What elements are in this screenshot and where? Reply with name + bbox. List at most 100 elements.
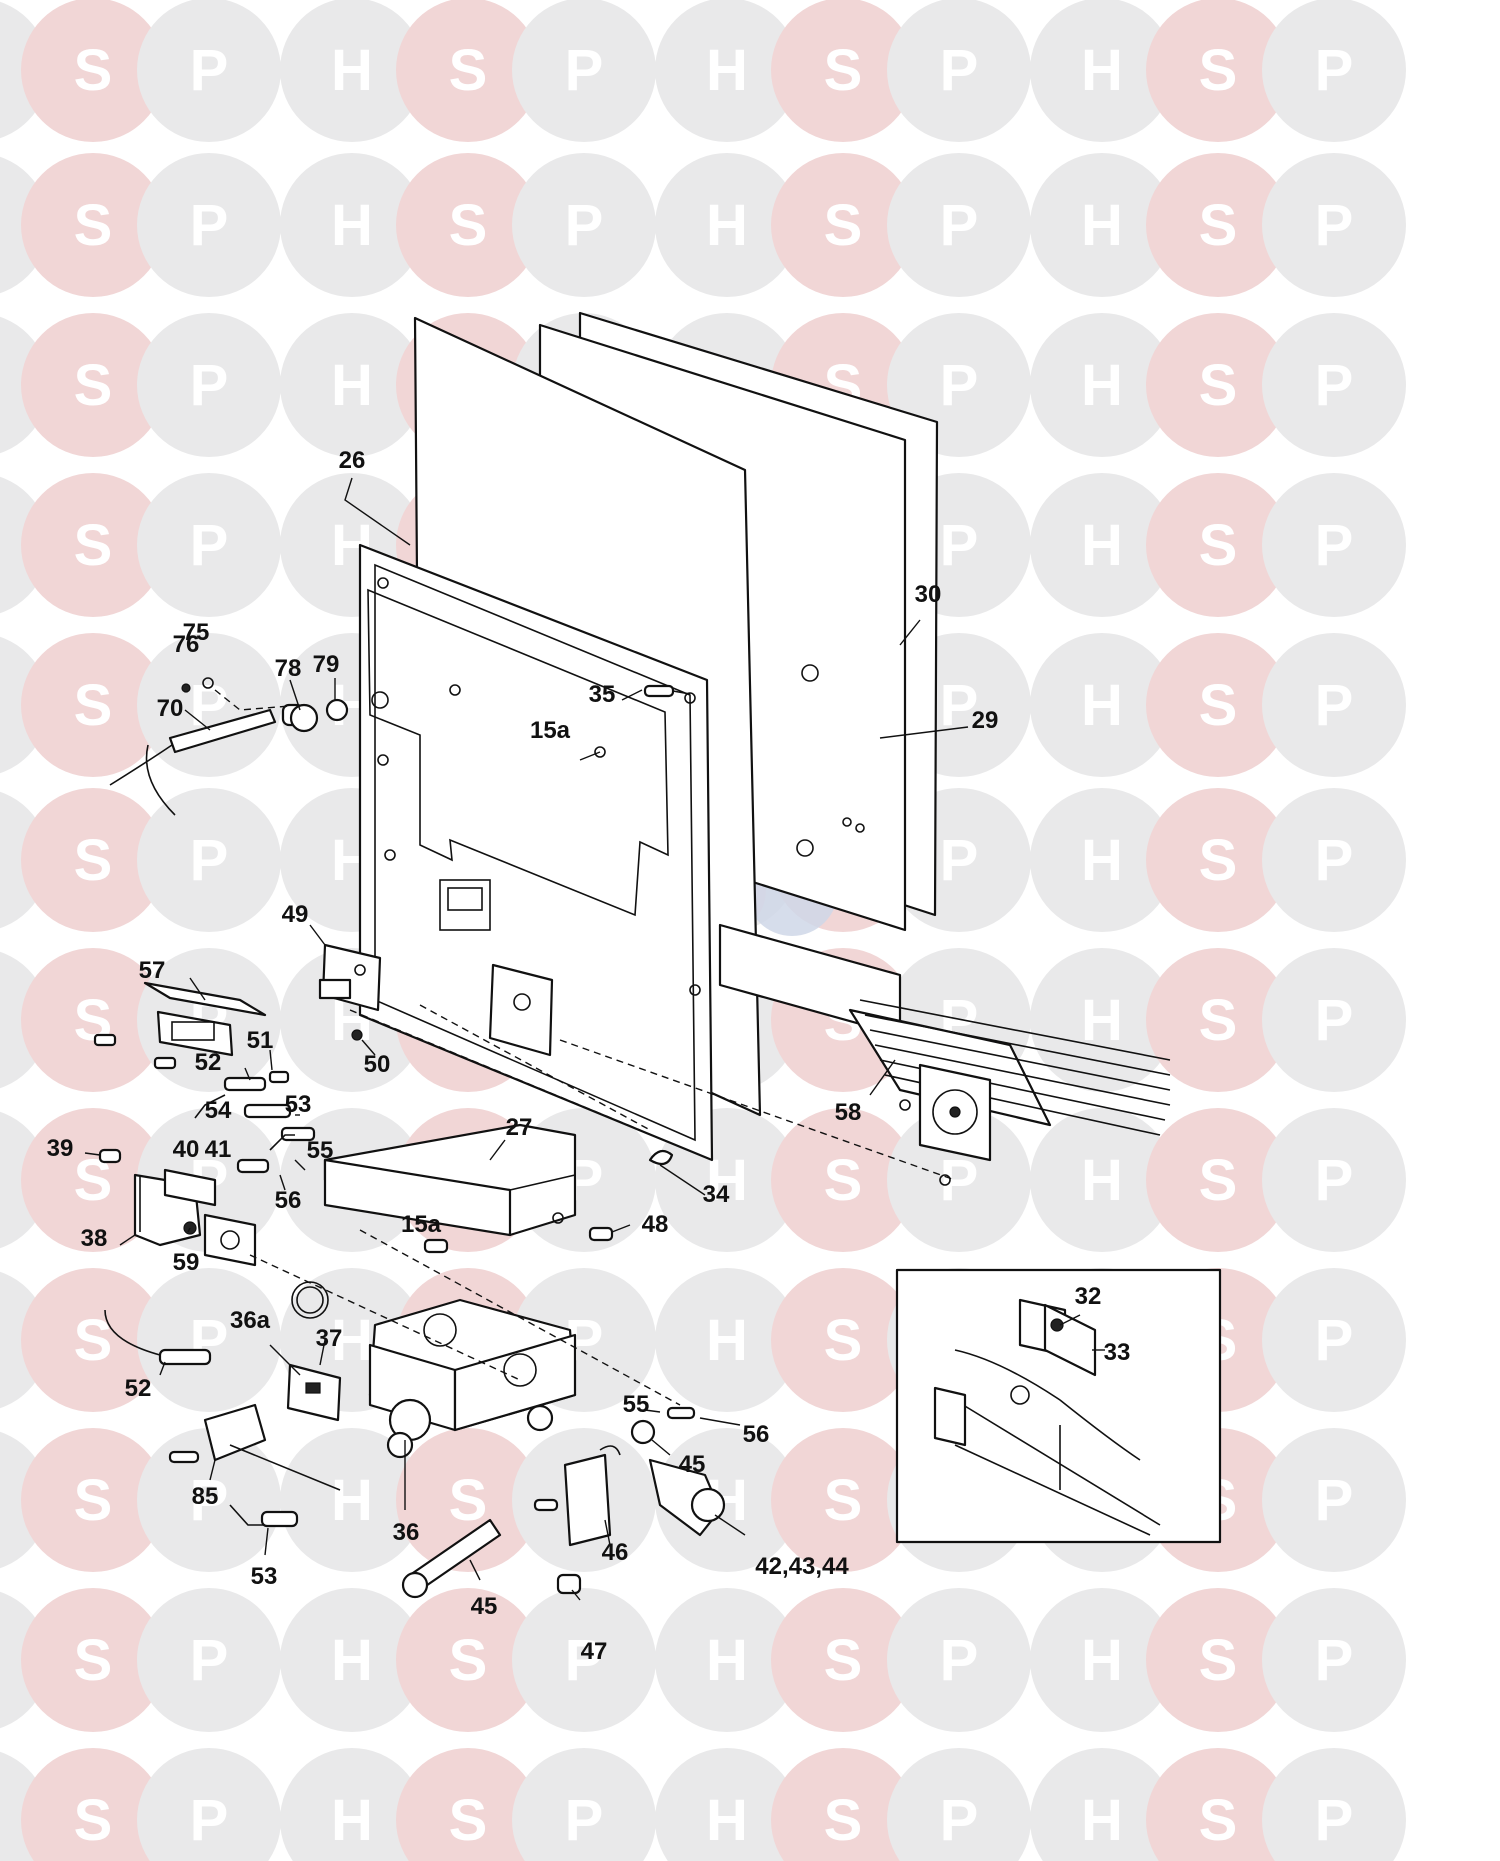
callout-label: 70: [157, 695, 184, 722]
watermark-circle: [1030, 1748, 1174, 1861]
watermark-circle: [137, 473, 281, 617]
watermark-circle: [1262, 1588, 1406, 1732]
watermark-letter: P: [1315, 988, 1354, 1053]
burner-assembly: [848, 999, 1171, 1186]
callout-label: 48: [642, 1211, 669, 1238]
watermark-letter: S: [449, 193, 488, 258]
watermark-letter: H: [706, 1628, 748, 1693]
watermark-letter: P: [940, 38, 979, 103]
watermark-letter: H: [1081, 38, 1123, 103]
watermark-letter: P: [940, 1788, 979, 1853]
callout-label: 49: [282, 901, 309, 928]
callout-label: 38: [81, 1225, 108, 1252]
watermark-circle: [1146, 633, 1290, 777]
watermark-letter: S: [1199, 513, 1238, 578]
watermark-letter: P: [1315, 513, 1354, 578]
watermark-circle: [655, 1428, 799, 1572]
watermark-letter: P: [940, 673, 979, 738]
watermark-letter: S: [1199, 1148, 1238, 1213]
watermark-circle: [137, 0, 281, 142]
callout-label: 59: [173, 1249, 200, 1276]
callout-label: 50: [364, 1051, 391, 1078]
watermark-circle: [1030, 1108, 1174, 1252]
watermark-circle: [655, 1748, 799, 1861]
watermark-circle: [280, 153, 424, 297]
callout-label: 56: [743, 1421, 770, 1448]
callout-label: 42,43,44: [755, 1553, 849, 1580]
watermark-letter: P: [1315, 828, 1354, 893]
callout-label: 46: [602, 1539, 629, 1566]
watermark-circle: [887, 1748, 1031, 1861]
watermark-circle: [512, 1748, 656, 1861]
watermark-letter: H: [1081, 1628, 1123, 1693]
callout-label: 40: [173, 1136, 200, 1163]
watermark-circle: [21, 948, 165, 1092]
callout-label: 78: [275, 655, 302, 682]
watermark-letter: S: [74, 513, 113, 578]
watermark-circle: [1146, 788, 1290, 932]
watermark-letter: H: [706, 1308, 748, 1373]
watermark-circle: [137, 1428, 281, 1572]
watermark-circle: [1262, 788, 1406, 932]
watermark-letter: S: [824, 1468, 863, 1533]
watermark-letter: P: [190, 1468, 229, 1533]
watermark-letter: P: [190, 353, 229, 418]
watermark-circle: [280, 0, 424, 142]
watermark-circle: [771, 1108, 915, 1252]
watermark-circle: [1030, 1588, 1174, 1732]
watermark-circle: [1262, 473, 1406, 617]
callout-label: 27: [506, 1114, 533, 1141]
watermark-circle: [1146, 1588, 1290, 1732]
watermark-letter: P: [940, 1628, 979, 1693]
watermark-letter: H: [1081, 828, 1123, 893]
watermark-circle: [137, 1748, 281, 1861]
manifold-bracket: [323, 963, 956, 1254]
callout-label: 57: [139, 957, 166, 984]
watermark-letter: H: [706, 193, 748, 258]
watermark-letter: H: [331, 38, 373, 103]
watermark-circle: [1146, 0, 1290, 142]
watermark-letter: S: [449, 1468, 488, 1533]
watermark-letter: H: [331, 353, 373, 418]
callout-label: 34: [703, 1181, 730, 1208]
watermark-circle: [137, 788, 281, 932]
callout-label: 47: [581, 1638, 608, 1665]
watermark-circle: [1146, 1108, 1290, 1252]
watermark-circle: [137, 313, 281, 457]
watermark-circle: [771, 1428, 915, 1572]
watermark-circle: [655, 0, 799, 142]
watermark-circle: [396, 1588, 540, 1732]
watermark-circle: [1262, 1428, 1406, 1572]
watermark-letter: S: [1199, 38, 1238, 103]
watermark-circle: [21, 1748, 165, 1861]
watermark-letter: P: [190, 828, 229, 893]
watermark-letter: P: [1315, 1148, 1354, 1213]
watermark-circle: [21, 633, 165, 777]
watermark-letter: S: [449, 1788, 488, 1853]
watermark-letter: P: [940, 513, 979, 578]
watermark-letter: P: [1315, 1468, 1354, 1533]
watermark-circle: [771, 1588, 915, 1732]
watermark-circle: [137, 948, 281, 1092]
watermark-circle: [1146, 313, 1290, 457]
callout-label: 33: [1104, 1339, 1131, 1366]
watermark-letter: S: [74, 38, 113, 103]
watermark-letter: S: [824, 38, 863, 103]
watermark-circle: [512, 153, 656, 297]
watermark-circle: [280, 1428, 424, 1572]
watermark-letter: S: [1199, 673, 1238, 738]
watermark-circle: [21, 313, 165, 457]
watermark-circle: [887, 1588, 1031, 1732]
callout-label: 51: [247, 1027, 274, 1054]
watermark-letter: S: [74, 1628, 113, 1693]
watermark-circle: [396, 1428, 540, 1572]
watermark-letter: P: [1315, 1628, 1354, 1693]
watermark-letter: H: [706, 1788, 748, 1853]
watermark-letter: S: [1199, 1628, 1238, 1693]
watermark-letter: S: [449, 1628, 488, 1693]
watermark-letter: H: [331, 1468, 373, 1533]
watermark-letter: S: [1199, 828, 1238, 893]
watermark-letter: P: [940, 828, 979, 893]
